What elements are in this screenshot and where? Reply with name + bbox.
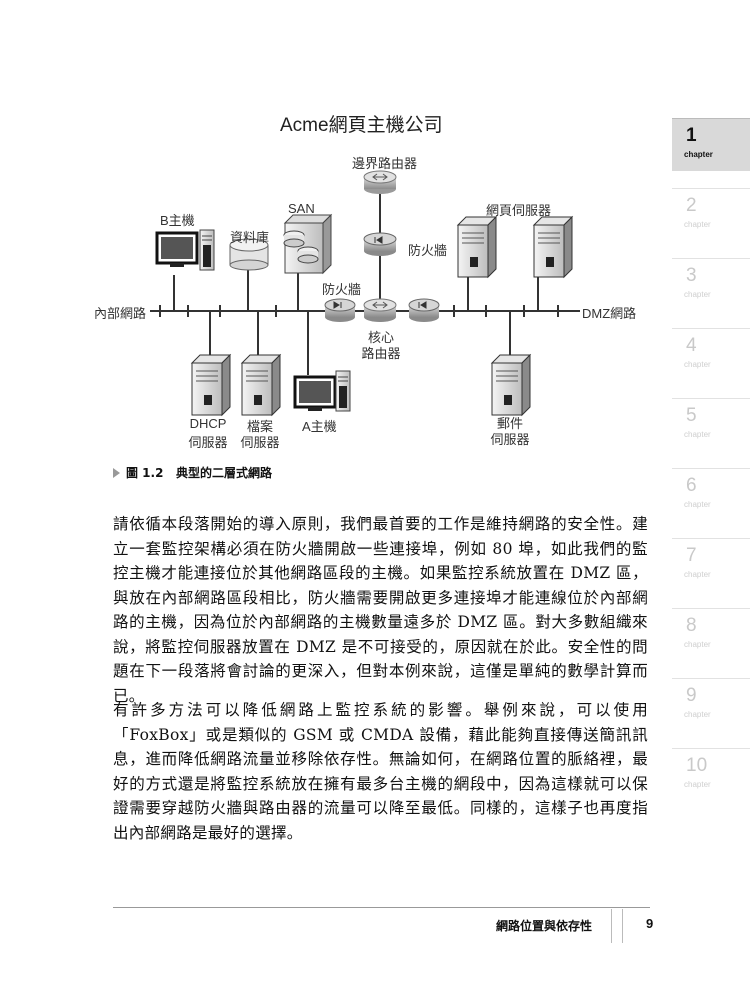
chapter-label: chapter [684, 220, 711, 229]
figure-number: 圖 1.2 [126, 466, 164, 480]
chapter-tab-1[interactable]: 1 chapter [672, 118, 750, 171]
chapter-number: 6 [686, 475, 697, 496]
chapter-number: 2 [686, 195, 697, 216]
chapter-label: chapter [684, 150, 713, 159]
paragraph-text: 請依循本段落開始的導入原則，我們最首要的工作是維持網路的安全性。建立一套監控架構… [113, 515, 648, 705]
diagram-graphics [150, 170, 580, 417]
label-core-router-line1: 核心 [368, 330, 395, 345]
chapter-label: chapter [684, 570, 711, 579]
chapter-label: chapter [684, 290, 711, 299]
chapter-label: chapter [684, 430, 711, 439]
diagram-title: Acme網頁主機公司 [280, 115, 443, 136]
chapter-tab-2[interactable]: 2 chapter [672, 188, 750, 241]
chapter-number: 7 [686, 545, 697, 566]
label-file-line1: 檔案 [246, 419, 273, 434]
web-server-icon [456, 215, 498, 279]
footer-divider [113, 907, 650, 908]
label-mail-line2: 伺服器 [490, 432, 530, 447]
chapter-label: chapter [684, 780, 711, 789]
label-a-host: A主機 [302, 419, 337, 434]
body-paragraph-2: 有許多方法可以降低網路上監控系統的影響。舉例來說，可以使用「FoxBox」或是類… [113, 698, 648, 845]
chapter-tab-3[interactable]: 3 chapter [672, 258, 750, 311]
chapter-number: 9 [686, 685, 697, 706]
a-host-computer-icon [293, 370, 351, 412]
chapter-number: 1 [686, 125, 697, 146]
network-diagram: Acme網頁主機公司 邊界路由器 網頁伺服器 B主機 資料庫 SAN 防火牆 防… [90, 105, 660, 460]
footer-section-title: 網路位置與依存性 [496, 919, 593, 933]
label-file-line2: 伺服器 [240, 435, 280, 450]
footer-separator [611, 909, 612, 943]
label-firewall-top: 防火牆 [408, 243, 448, 258]
figure-title: 典型的二層式網路 [175, 466, 272, 480]
chapter-tab-6[interactable]: 6 chapter [672, 468, 750, 521]
chapter-number: 10 [686, 755, 708, 776]
label-core-router-line2: 路由器 [361, 346, 401, 361]
label-mail-line1: 郵件 [496, 416, 523, 431]
chapter-number: 4 [686, 335, 697, 356]
dhcp-server-icon [190, 353, 232, 417]
chapter-label: chapter [684, 500, 711, 509]
chapter-tab-9[interactable]: 9 chapter [672, 678, 750, 731]
chapter-tab-7[interactable]: 7 chapter [672, 538, 750, 591]
label-dhcp-line1: DHCP [189, 416, 227, 431]
firewall-top-icon [363, 232, 397, 256]
label-border-router: 邊界路由器 [352, 156, 418, 171]
footer-separator [622, 909, 623, 943]
firewall-dmz-icon [408, 298, 440, 322]
paragraph-text: 有許多方法可以降低網路上監控系統的影響。舉例來說，可以使用「FoxBox」或是類… [113, 701, 648, 842]
chapter-label: chapter [684, 710, 711, 719]
chapter-number: 5 [686, 405, 697, 426]
core-router-icon [363, 298, 397, 322]
chapter-tab-8[interactable]: 8 chapter [672, 608, 750, 661]
label-internal-network: 內部網路 [94, 306, 147, 321]
body-paragraph-1: 請依循本段落開始的導入原則，我們最首要的工作是維持網路的安全性。建立一套監控架構… [113, 512, 648, 708]
label-web-servers: 網頁伺服器 [486, 203, 552, 218]
label-database: 資料庫 [230, 230, 270, 245]
firewall-mid-icon [324, 298, 356, 322]
web-server-icon [532, 215, 574, 279]
chapter-label: chapter [684, 640, 711, 649]
file-server-icon [240, 353, 282, 417]
caption-triangle-icon [113, 468, 120, 478]
b-host-computer-icon [155, 229, 215, 271]
label-san: SAN [288, 201, 315, 216]
chapter-tab-4[interactable]: 4 chapter [672, 328, 750, 381]
chapter-tab-10[interactable]: 10 chapter [672, 748, 750, 801]
page-number: 9 [646, 916, 654, 931]
border-router-icon [363, 170, 397, 194]
database-icon [229, 238, 269, 271]
label-firewall-mid: 防火牆 [322, 282, 362, 297]
label-b-host: B主機 [160, 213, 195, 228]
mail-server-icon [490, 353, 532, 417]
label-dmz-network: DMZ網路 [582, 306, 637, 321]
figure-caption: 圖 1.2 典型的二層式網路 [113, 464, 272, 481]
chapter-label: chapter [684, 360, 711, 369]
chapter-number: 3 [686, 265, 697, 286]
chapter-tab-5[interactable]: 5 chapter [672, 398, 750, 451]
san-storage-icon [283, 213, 333, 275]
chapter-number: 8 [686, 615, 697, 636]
label-dhcp-line2: 伺服器 [188, 435, 228, 450]
